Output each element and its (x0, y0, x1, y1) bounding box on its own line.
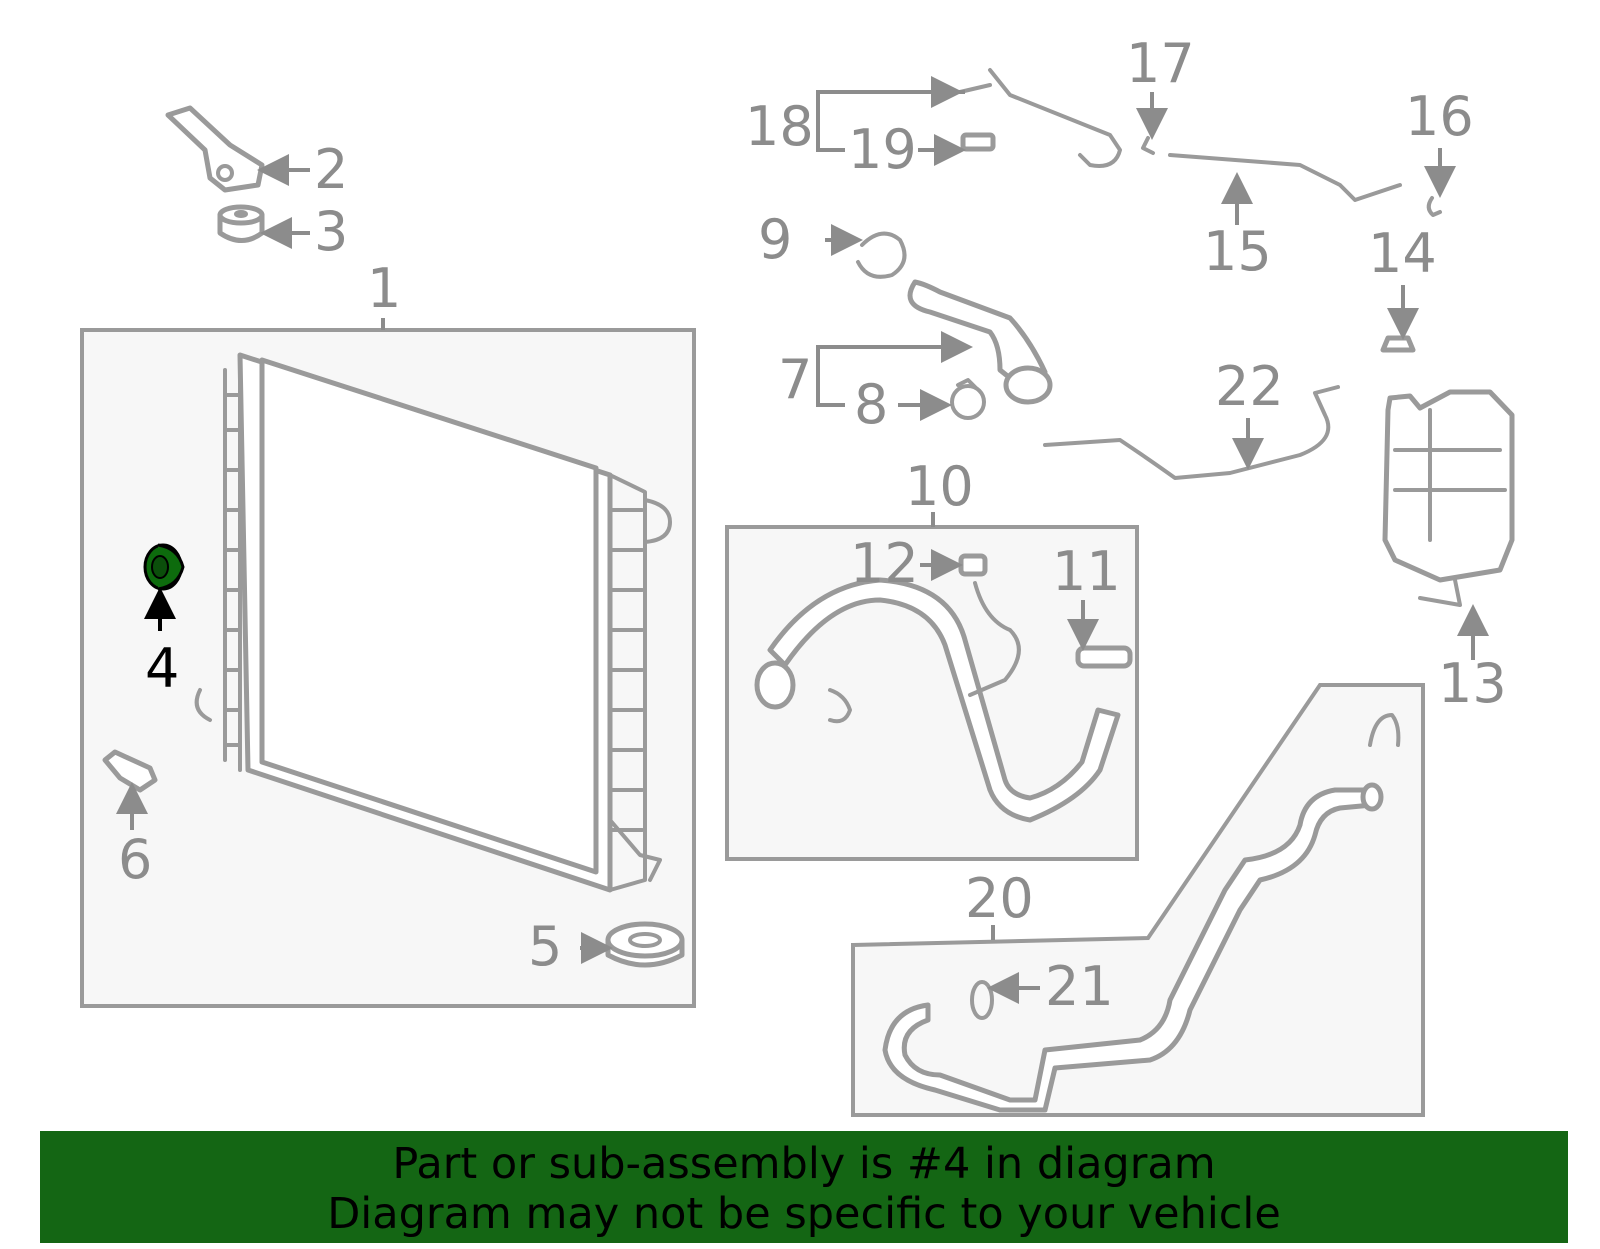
callout-22: 22 (1215, 355, 1284, 418)
reservoir-cap-part (1380, 285, 1419, 353)
callout-10: 10 (905, 455, 974, 518)
radiator-part (194, 352, 672, 893)
hose-clamp-9-part (856, 231, 907, 279)
callout-9: 9 (758, 208, 792, 271)
callout-5: 5 (528, 915, 562, 978)
callout-17: 17 (1126, 32, 1195, 95)
callout-8: 8 (854, 373, 888, 436)
banner-line-disclaimer: Diagram may not be specific to your vehi… (327, 1189, 1281, 1239)
callout-4: 4 (145, 637, 179, 700)
group-box-outlet-hose (851, 683, 1425, 1117)
callout-18: 18 (745, 95, 814, 158)
callout-20: 20 (965, 867, 1034, 930)
callout-2: 2 (314, 138, 348, 201)
callout-14: 14 (1368, 222, 1437, 285)
callout-13: 13 (1438, 652, 1507, 715)
cap-12-part (958, 553, 988, 577)
callout-6: 6 (118, 828, 152, 891)
sensor-part (102, 749, 158, 830)
callout-16: 16 (1405, 85, 1474, 148)
hose-bracket-11-part (1067, 600, 1133, 669)
callout-1: 1 (367, 257, 401, 320)
callout-7: 7 (778, 348, 812, 411)
pipe-18-part (816, 68, 1122, 168)
callout-12: 12 (850, 532, 919, 595)
clip-19-part (918, 132, 996, 166)
lower-insulator-part (605, 921, 685, 968)
callout-21: 21 (1045, 955, 1114, 1018)
callout-19: 19 (848, 118, 917, 181)
callout-3: 3 (314, 200, 348, 263)
overflow-hose-15-part (1168, 153, 1402, 225)
inlet-hose-part (754, 577, 1121, 823)
callout-11: 11 (1052, 540, 1121, 603)
group-box-inlet-hose (725, 525, 1139, 861)
outlet-hose-part (882, 713, 1401, 1113)
clip-17-part (1136, 92, 1168, 155)
clip-16-part (1424, 148, 1456, 217)
hose-clamp-21-part (970, 972, 1040, 1020)
banner-line-part-number: Part or sub-assembly is #4 in diagram (392, 1139, 1216, 1189)
info-banner: Part or sub-assembly is #4 in diagram Di… (40, 1131, 1568, 1243)
hose-clamp-8-part (950, 378, 986, 420)
bypass-hose-22-part (1043, 385, 1340, 480)
upper-bracket-part (165, 105, 265, 193)
callout-15: 15 (1203, 220, 1272, 283)
upper-hose-part (907, 279, 1053, 405)
lower-insulator-part-highlighted (143, 543, 185, 631)
upper-insulator-part (217, 204, 265, 243)
coolant-reservoir-part (1382, 389, 1515, 660)
